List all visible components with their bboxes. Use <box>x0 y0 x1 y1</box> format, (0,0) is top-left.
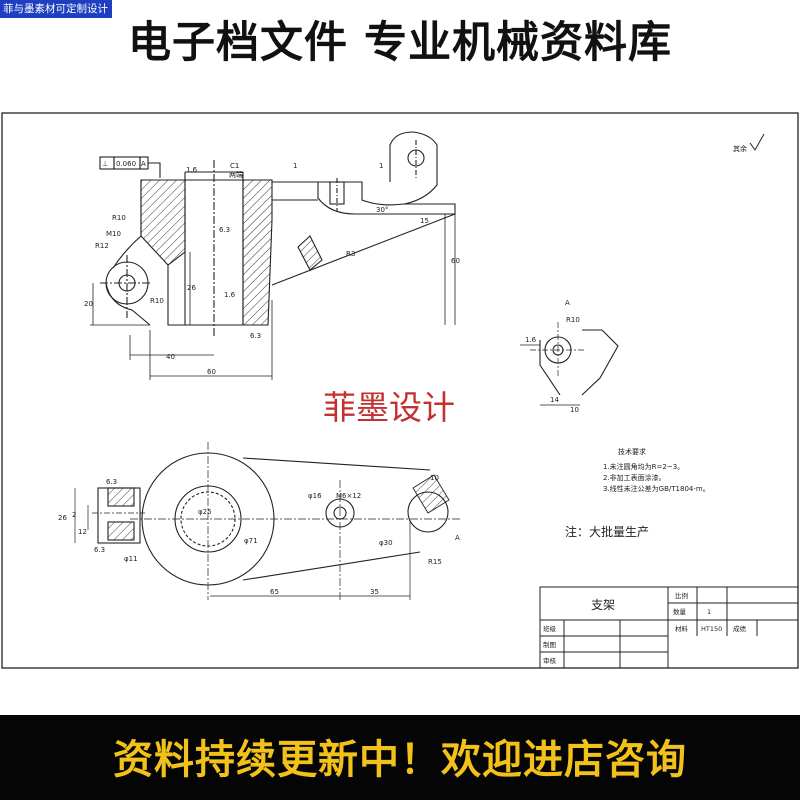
radius-label: R12 <box>95 242 109 250</box>
view-label-a: A <box>455 534 460 542</box>
angle-label: 30° <box>376 206 388 214</box>
qty-value: 1 <box>707 608 711 616</box>
radius-label: R10 <box>150 297 164 305</box>
detail-view-a <box>520 322 619 406</box>
diameter-label: φ25 <box>198 508 212 516</box>
dim-label: 65 <box>270 588 279 596</box>
top-banner: 电子档文件 专业机械资料库 <box>0 0 800 78</box>
front-dimensions <box>90 213 456 380</box>
roughness-label: 其余 <box>733 144 747 153</box>
detail-a-labels: A R10 1.6 14 10 <box>525 299 580 414</box>
top-view-labels: φ25 φ71 φ16 M6×12 φ30 65 35 R15 10 A 26 … <box>58 474 460 596</box>
ra-label: 1.6 <box>186 166 198 174</box>
tech-heading: 技术要求 <box>618 447 646 456</box>
bottom-banner: 资料持续更新中！欢迎进店咨询 <box>0 715 800 800</box>
thread-label: M10 <box>106 230 121 238</box>
dim-label: 60 <box>207 368 216 376</box>
ra-label: 6.3 <box>106 478 117 486</box>
hatched-section-right <box>242 179 273 326</box>
ra-label: 1.6 <box>525 336 537 344</box>
tech-requirements: 技术要求 1.未注圆角均为R=2~3。 2.非加工表面涂漆。 3.线性未注公差为… <box>603 447 710 493</box>
dim-label: 35 <box>370 588 379 596</box>
dim-label: 40 <box>166 353 175 361</box>
dim-label: 2 <box>72 511 76 519</box>
top-view <box>74 442 460 600</box>
gtol-value: 0.060 <box>116 160 136 168</box>
diameter-label: φ11 <box>124 555 138 563</box>
corner-tag: 菲与墨素材可定制设计 <box>0 0 112 18</box>
checker-label: 审核 <box>543 656 557 665</box>
radius-label: R10 <box>566 316 580 324</box>
watermark-text: 菲墨设计 <box>323 388 455 427</box>
gtol-symbol: ⊥ <box>102 160 108 168</box>
dim-label: 12 <box>78 528 87 536</box>
dim-label: 1 <box>379 162 383 170</box>
dim-label: 20 <box>84 300 93 308</box>
both-ends-label: 两端 <box>229 170 243 179</box>
thread-label: M6×12 <box>336 492 361 500</box>
material-value: HT150 <box>701 625 722 633</box>
gtol-datum: A <box>141 160 146 168</box>
roughness-corner: 其余 <box>733 133 765 153</box>
dim-label: 15 <box>420 217 429 225</box>
dim-label: 26 <box>187 284 196 292</box>
view-label-a: A <box>565 299 570 307</box>
radius-label: R15 <box>428 558 442 566</box>
drawer-label: 制图 <box>543 640 556 649</box>
tech-item: 1.未注圆角均为R=2~3。 <box>603 462 684 471</box>
top-banner-title: 电子档文件 专业机械资料库 <box>128 18 672 68</box>
drawing-frame <box>1 112 799 669</box>
radius-label: R10 <box>112 214 126 222</box>
qty-label: 数量 <box>673 607 687 616</box>
part-name: 支架 <box>591 598 615 612</box>
ra-label: 6.3 <box>94 546 105 554</box>
radius-label: R3 <box>346 250 355 258</box>
dim-label: 1 <box>293 162 297 170</box>
title-block-text: 支架 比例 数量 1 材料 HT150 成绩 班级 制图 审核 <box>543 591 747 665</box>
diameter-label: φ71 <box>244 537 258 545</box>
dim-label: 10 <box>570 406 579 414</box>
tech-item: 2.非加工表面涂漆。 <box>603 473 666 482</box>
title-block <box>539 586 799 669</box>
diameter-label: φ16 <box>308 492 322 500</box>
dim-label: 60 <box>451 257 460 265</box>
tech-item: 3.线性未注公差为GB/T1804-m。 <box>603 484 710 493</box>
diameter-label: φ30 <box>379 539 393 547</box>
production-note: 注：大批量生产 <box>565 524 649 539</box>
front-labels: ⊥ 0.060 A 1.6 C1 两端 1 1 R10 M10 R12 R10 … <box>84 160 460 376</box>
ra-label: 6.3 <box>219 226 230 234</box>
scale-label: 比例 <box>675 591 688 600</box>
ra-label: 6.3 <box>250 332 261 340</box>
dim-label: 14 <box>550 396 559 404</box>
chamfer-label: C1 <box>230 162 239 170</box>
material-label: 材料 <box>675 624 689 633</box>
front-view <box>99 131 456 338</box>
ra-label: 1.6 <box>224 291 236 299</box>
hatched-section-left <box>140 179 186 266</box>
dim-label: 26 <box>58 514 67 522</box>
class-label: 班级 <box>543 624 557 633</box>
dim-label: 10 <box>430 474 439 482</box>
bottom-banner-text: 资料持续更新中！欢迎进店咨询 <box>113 737 687 783</box>
score-label: 成绩 <box>733 624 747 633</box>
